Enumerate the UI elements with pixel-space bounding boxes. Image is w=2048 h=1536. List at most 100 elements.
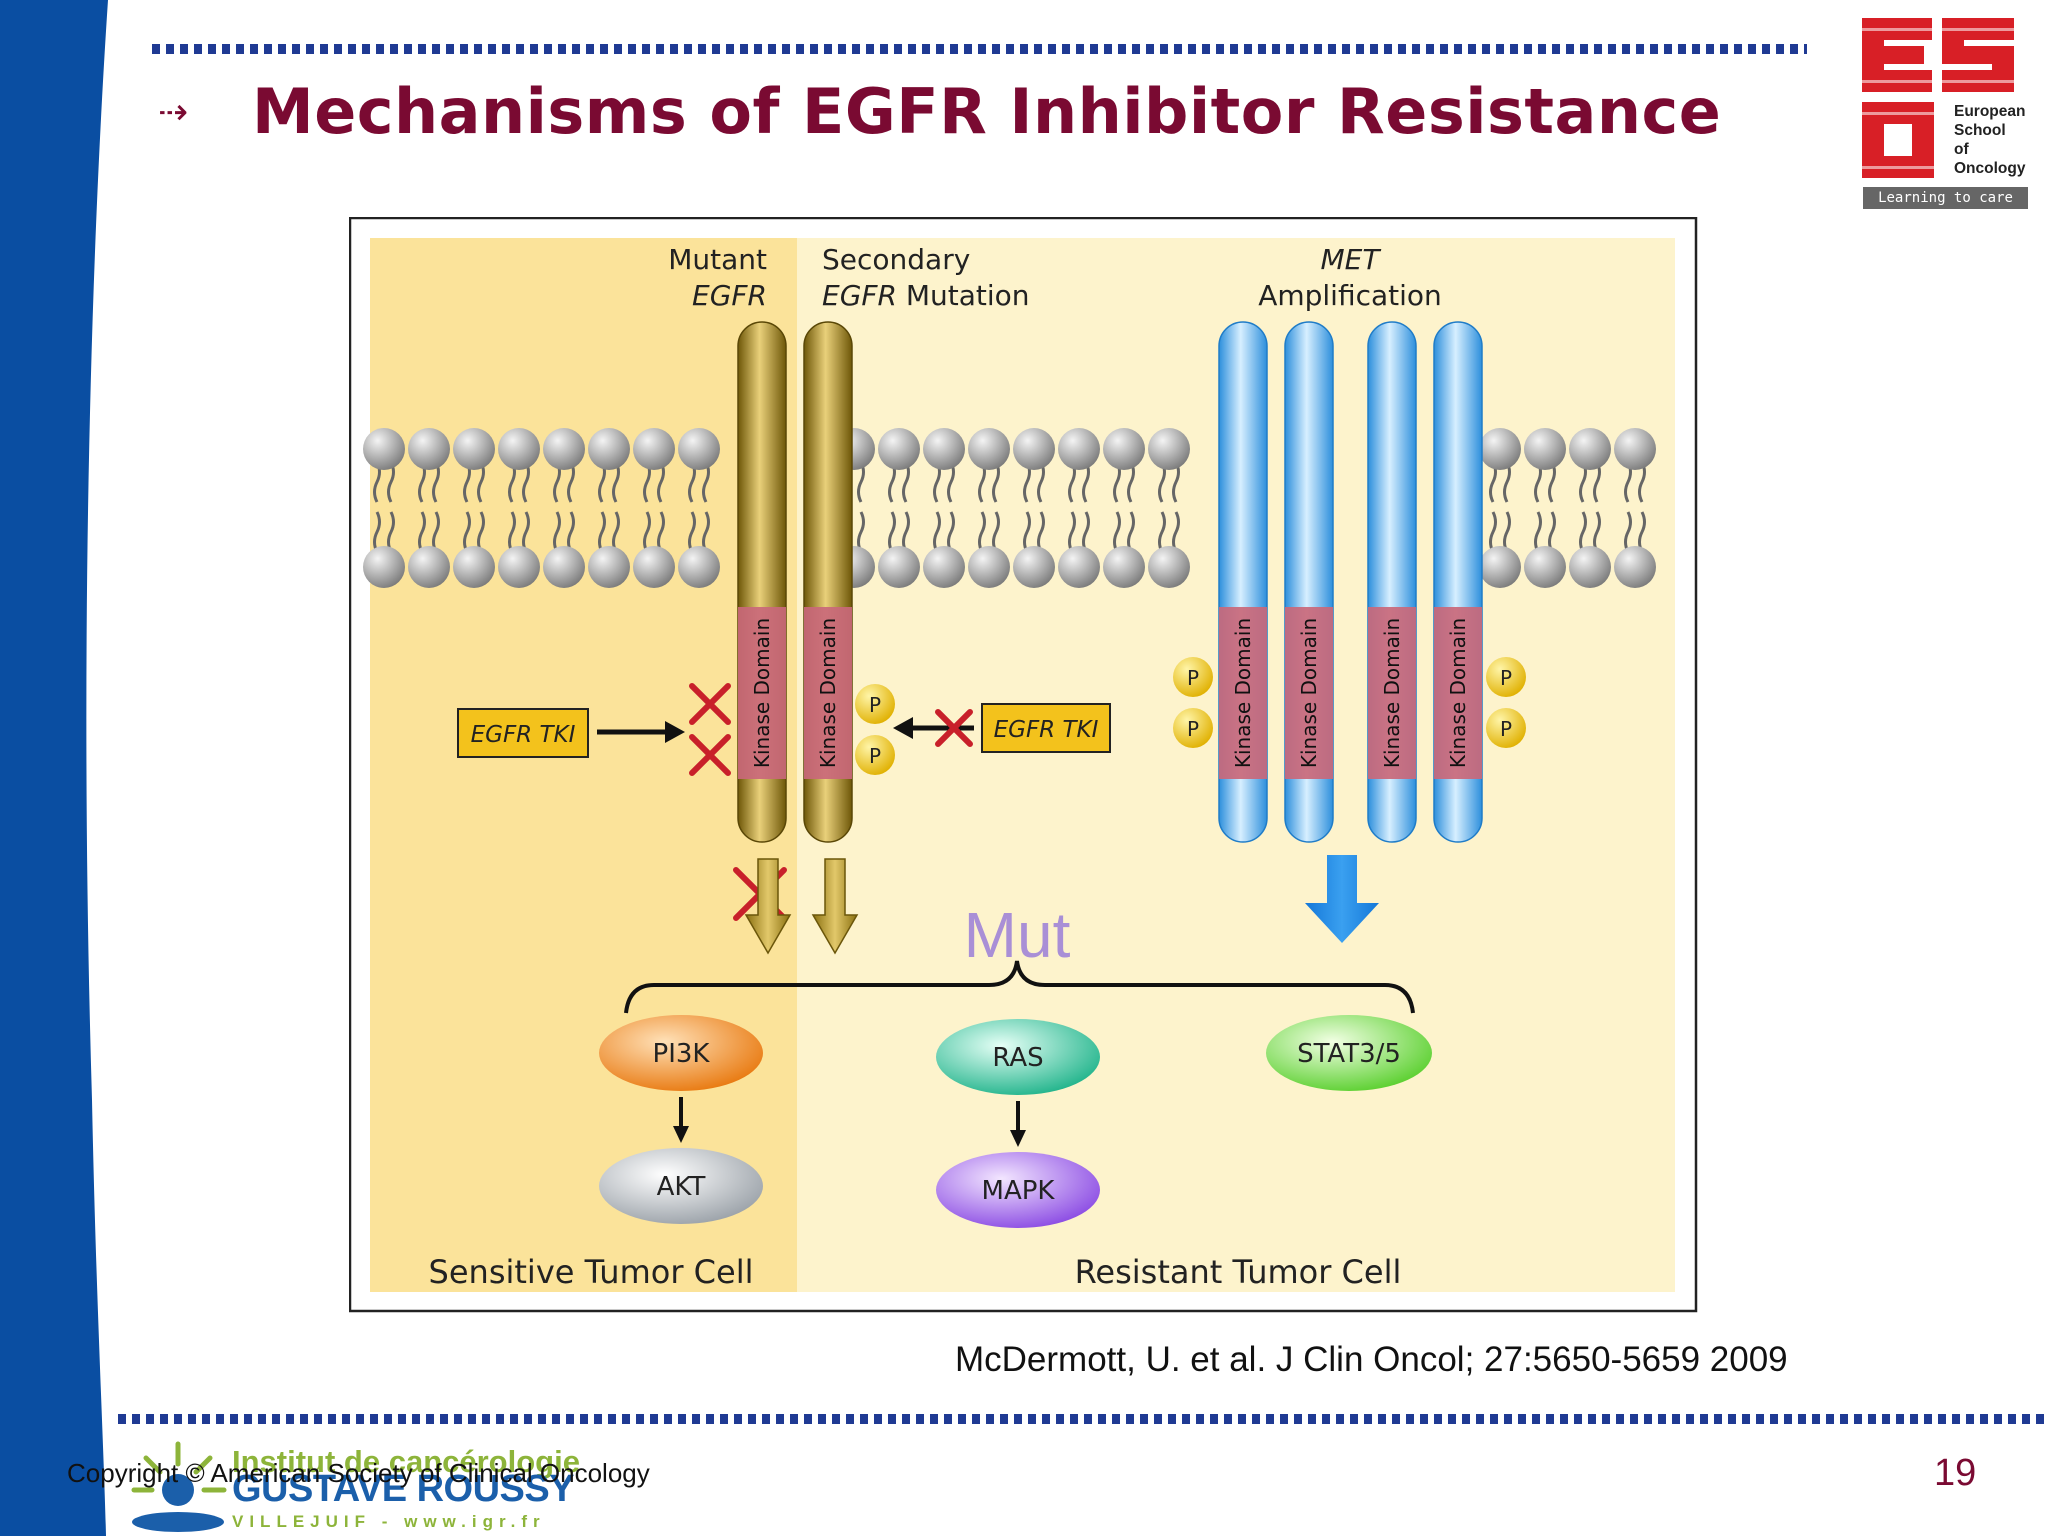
egfr-tki-left: EGFR TKI	[457, 708, 589, 758]
lipid-head-bottom	[1148, 546, 1190, 588]
secondary-label-egfr: EGFR	[822, 279, 897, 312]
met-receptor-1: Kinase Domain	[1218, 321, 1268, 843]
lipid-head-bottom	[923, 546, 965, 588]
phosphate-p: P	[1173, 657, 1213, 697]
met-receptor-4: Kinase Domain	[1433, 321, 1483, 843]
lipid-head-bottom	[1013, 546, 1055, 588]
mapk-node: MAPK	[936, 1152, 1100, 1228]
mutant-label-line-1: Mutant	[668, 243, 767, 276]
lipid	[408, 428, 450, 588]
eso-logo-line-4: Oncology	[1954, 160, 2026, 177]
page-number: 19	[1934, 1452, 1977, 1494]
tki-arrow-left	[597, 721, 685, 743]
met-receptor-3: Kinase Domain	[1367, 321, 1417, 843]
lipid-head-bottom	[1103, 546, 1145, 588]
lipid-head-top	[498, 428, 540, 470]
lipid-head-bottom	[1524, 546, 1566, 588]
phosphate-label: P	[869, 693, 881, 717]
lipid-head-bottom	[968, 546, 1010, 588]
lipid	[543, 428, 585, 588]
lipid-head-top	[1103, 428, 1145, 470]
lipid-head-bottom	[1569, 546, 1611, 588]
lipid-head-top	[1524, 428, 1566, 470]
lipid	[1479, 428, 1521, 588]
egfr-tki-right: EGFR TKI	[981, 703, 1111, 753]
lipid-head-bottom	[878, 546, 920, 588]
mutant-label-line-2: EGFR	[692, 279, 767, 312]
phosphate-p: P	[1486, 708, 1526, 748]
title-arrow-icon: ⇢	[158, 92, 189, 133]
lipid-head-top	[453, 428, 495, 470]
eso-tagline: Learning to care	[1863, 187, 2028, 209]
phosphate-label: P	[869, 744, 881, 768]
stat-label: STAT3/5	[1297, 1039, 1401, 1069]
lipid-head-bottom	[453, 546, 495, 588]
kinase-domain-label: Kinase Domain	[1297, 618, 1321, 768]
mutant-egfr-receptor: Kinase Domain	[737, 321, 787, 843]
block-x	[689, 734, 731, 776]
lipid-head-bottom	[1058, 546, 1100, 588]
igr-logo-mark	[131, 1441, 227, 1532]
kinase-domain-label: Kinase Domain	[1446, 618, 1470, 768]
phosphate-label: P	[1187, 717, 1199, 741]
met-label-line-1: MET	[1321, 243, 1382, 276]
lipid	[588, 428, 630, 588]
egfr-tki-right-label: EGFR TKI	[994, 717, 1099, 743]
phosphate-p: P	[855, 735, 895, 775]
kinase-domain	[1434, 607, 1482, 779]
akt-label: AKT	[657, 1172, 706, 1202]
kinase-domain	[804, 607, 852, 779]
lipid-head-bottom	[498, 546, 540, 588]
lipid	[453, 428, 495, 588]
sensitive-cell-background	[370, 238, 797, 1292]
lipid-head-top	[1013, 428, 1055, 470]
pi3k-label: PI3K	[653, 1039, 711, 1069]
eso-logo-mark	[1862, 18, 2014, 178]
lipid-head-top	[1569, 428, 1611, 470]
phosphate-label: P	[1500, 666, 1512, 690]
eso-logo-line-3: of	[1954, 141, 1969, 158]
lipid-head-bottom	[588, 546, 630, 588]
kinase-domain-label: Kinase Domain	[1380, 618, 1404, 768]
egfr-resistance-figure: Mutant EGFR Secondary EGFR Mutation MET …	[349, 217, 1698, 1313]
lipid-head-bottom	[543, 546, 585, 588]
copyright-notice: Copyright © American Society of Clinical…	[67, 1458, 650, 1488]
block-x	[689, 683, 731, 725]
eso-logo: European School of Oncology	[1862, 16, 2032, 216]
mut-overlay-label: Mut	[964, 899, 1071, 971]
akt-node: AKT	[599, 1148, 763, 1224]
secondary-label-line-1: Secondary	[822, 243, 970, 276]
tki-arrow-right	[893, 717, 974, 739]
lipid	[678, 428, 720, 588]
lipid-head-top	[878, 428, 920, 470]
egfr-tki-left-label: EGFR TKI	[471, 722, 576, 748]
pathway-brace	[624, 960, 1415, 1014]
slide-title: Mechanisms of EGFR Inhibitor Resistance	[252, 75, 1722, 148]
lipid-head-bottom	[1479, 546, 1521, 588]
lipid	[363, 428, 405, 588]
lipid-head-top	[1614, 428, 1656, 470]
side-bar	[0, 0, 108, 1536]
resistant-cell-label: Resistant Tumor Cell	[1075, 1253, 1402, 1291]
cell-membrane	[363, 428, 1656, 588]
secondary-label-line-2: EGFR Mutation	[822, 279, 1030, 312]
igr-line-1: Institut de cancérologie	[232, 1444, 580, 1479]
top-dotted-rule	[152, 44, 1807, 54]
mapk-label: MAPK	[982, 1176, 1056, 1206]
citation: McDermott, U. et al. J Clin Oncol; 27:56…	[955, 1340, 1788, 1379]
kinase-domain-label: Kinase Domain	[816, 618, 840, 768]
lipid-head-bottom	[678, 546, 720, 588]
kinase-domain	[1219, 607, 1267, 779]
kinase-domain	[738, 607, 786, 779]
block-x	[935, 709, 973, 747]
lipid	[1614, 428, 1656, 588]
met-receptor-2: Kinase Domain	[1284, 321, 1334, 843]
ras-node: RAS	[936, 1019, 1100, 1095]
lipid-head-top	[543, 428, 585, 470]
eso-logo-line-1: European	[1954, 103, 2026, 120]
ras-to-mapk-arrow	[1010, 1101, 1026, 1147]
lipid	[1148, 428, 1190, 588]
lipid	[498, 428, 540, 588]
pi3k-node: PI3K	[599, 1015, 763, 1091]
lipid-head-top	[923, 428, 965, 470]
